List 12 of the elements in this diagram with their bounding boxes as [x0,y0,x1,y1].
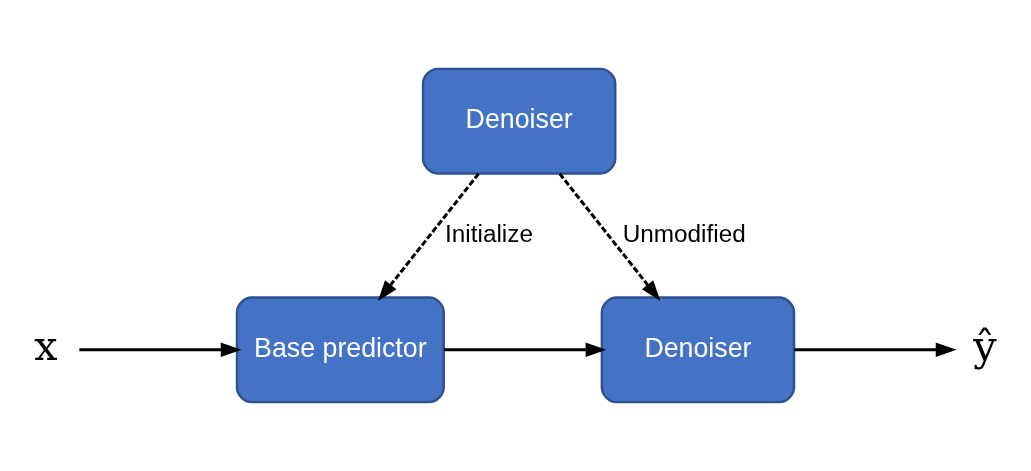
node-box: Denoiser [600,296,796,404]
node-box: Base predictor [235,296,445,404]
node-text: x [34,322,58,371]
edge-label: Initialize [445,219,533,247]
edge-label: Unmodified [622,219,746,247]
arrow [444,342,607,358]
arrow [558,172,661,302]
arrow [79,342,242,358]
arrow [794,342,957,358]
arrow [377,172,480,302]
node-text: ŷ [973,322,997,371]
node-box: Denoiser [421,67,617,175]
